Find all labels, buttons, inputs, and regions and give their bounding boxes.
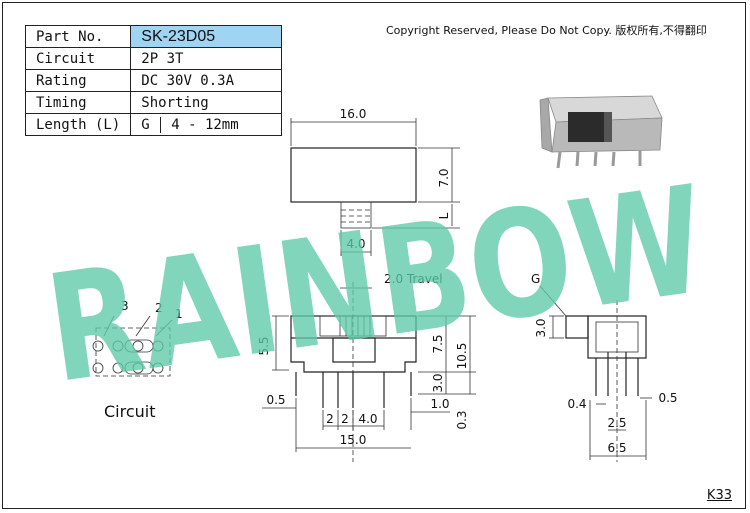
side-pin-dim-2: 0.5 [658,391,677,405]
circuit-pin-1: 1 [175,307,183,321]
spec-label: Length (L) [24,113,132,136]
pin-thickness-dim: 0.5 [266,393,285,407]
length-value: G 4 - 12mm [130,113,283,136]
right-height-dim-2: 10.5 [455,343,469,370]
circuit-pin-3: 3 [121,299,129,313]
top-width-dim: 16.0 [340,107,367,121]
left-height-dim: 5.5 [257,336,271,355]
length-range: 4 - 12mm [171,116,239,133]
spec-label: Rating [24,69,132,92]
circuit-caption: Circuit [104,402,156,421]
lever-width-dim: 4.0 [346,237,365,251]
overall-pin-span-dim: 15.0 [340,433,367,447]
length-separator [159,116,162,133]
page-id: K33 [706,488,732,503]
length-code: G [141,116,150,133]
spec-row-circuit: Circuit 2P 3T [24,47,283,70]
circuit-pin-2: 2 [155,301,163,315]
top-view: 16.0 7.0 L 4.0 [290,107,460,256]
pitch-dim-2: 2 [341,412,349,426]
spec-row-rating: Rating DC 30V 0.3A [24,69,283,92]
spec-table: Part No. SK-23D05 Circuit 2P 3T Rating D… [24,25,283,136]
front-view: 2.0 Travel 5.5 7.5 10.5 [257,272,476,462]
g-label: G [531,272,540,286]
spec-value: DC 30V 0.3A [130,69,283,92]
pin-offset-dim: 1.0 [430,397,449,411]
travel-label: 2.0 Travel [384,272,443,286]
right-height-dim-1: 7.5 [431,334,445,353]
rainbow-watermark: RAINBOW [38,154,716,416]
spec-row-timing: Timing Shorting [24,91,283,114]
spec-label: Timing [24,91,132,114]
g-height-dim: 3.0 [534,318,548,337]
side-view: G 3.0 0.4 0.5 2.5 6.5 [531,272,678,462]
top-height-dim: 7.0 [437,168,451,187]
spec-value: 2P 3T [130,47,283,70]
pitch-dim-1: 2 [326,412,334,426]
side-pin-dim-1: 0.4 [567,397,586,411]
spec-row-part-no: Part No. SK-23D05 [24,25,283,48]
copyright-notice: Copyright Reserved, Please Do Not Copy. … [386,24,707,37]
right-height-dim-3: 3.0 [431,373,445,392]
circuit-diagram: 3 2 1 Circuit [92,299,183,421]
side-width-dim: 6.5 [607,441,626,455]
side-pitch-dim: 2.5 [607,416,626,430]
pitch-dim-3: 4.0 [358,412,377,426]
lever-length-dim: L [437,212,451,219]
product-photo [539,95,663,169]
spec-row-length: Length (L) G 4 - 12mm [24,113,283,136]
right-height-dim-4: 0.3 [455,410,469,429]
